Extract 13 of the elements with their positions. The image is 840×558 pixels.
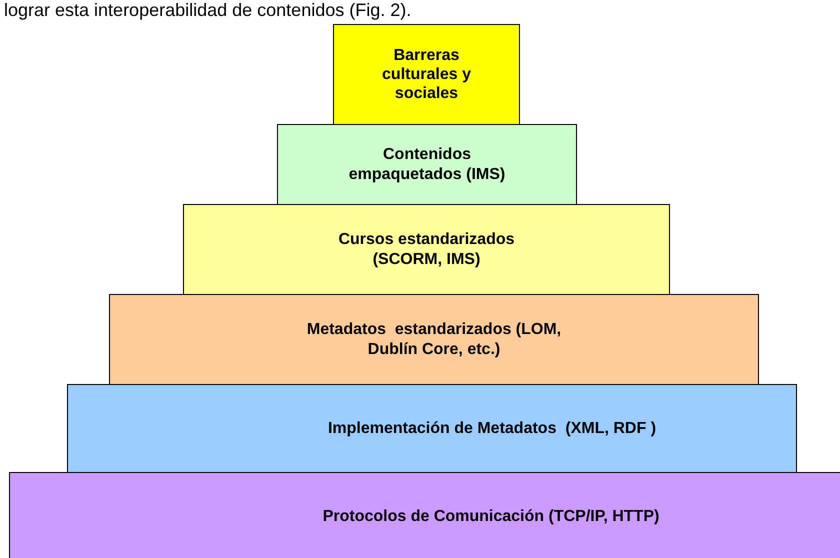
pyramid-layer (109, 294, 759, 385)
pyramid-layer (183, 204, 670, 295)
layer-label: Cursos estandarizados (SCORM, IMS) (337, 230, 516, 269)
pyramid-layer (67, 384, 797, 473)
pyramid-layer (277, 124, 577, 205)
layer-label: Contenidos empaquetados (IMS) (348, 145, 506, 184)
intro-text: lograr esta interoperabilidad de contenidos (Fig. 2). (4, 1, 412, 21)
layer-label: Barreras culturales y sociales (381, 46, 472, 104)
layer-label: Implementación de Metadatos (XML, RDF ) (328, 418, 656, 438)
layer-label: Metadatos estandarizados (LOM, Dublín Core, etc.) (306, 320, 562, 359)
pyramid-layer (333, 24, 520, 125)
pyramid-layer (9, 472, 840, 558)
layer-label: Protocolos de Comunicación (TCP/IP, HTTP) (322, 507, 660, 527)
